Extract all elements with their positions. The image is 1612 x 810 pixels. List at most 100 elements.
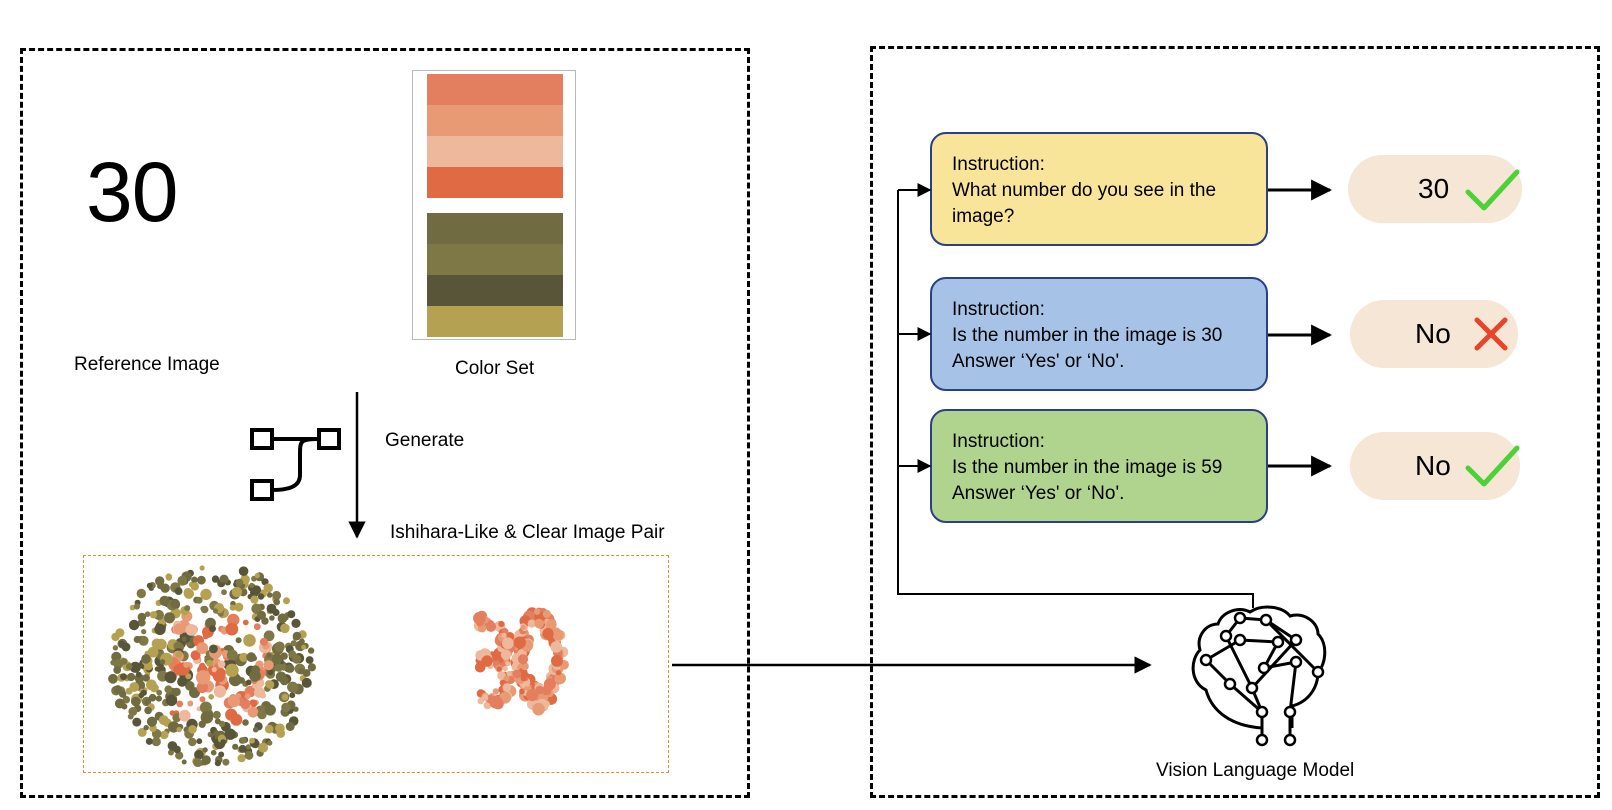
plate-dot xyxy=(266,652,272,658)
neural-nodes xyxy=(1199,611,1325,747)
plate-dot xyxy=(257,710,267,720)
plate-dot xyxy=(264,724,274,734)
plate-dot xyxy=(112,645,119,651)
number-dot xyxy=(545,619,557,631)
plate-dot xyxy=(146,716,158,727)
plate-dot xyxy=(235,578,244,587)
plate-dot xyxy=(113,685,123,694)
number-dot xyxy=(519,688,525,695)
number-dot xyxy=(520,675,527,682)
plate-dot xyxy=(213,730,220,736)
number-dot xyxy=(517,654,529,665)
plate-dot xyxy=(254,573,260,579)
instruction-body: Is the number in the image is 30 Answer … xyxy=(952,325,1223,372)
plate-dot xyxy=(160,730,169,740)
plate-dot xyxy=(208,694,214,700)
plate-dot xyxy=(144,611,151,617)
plate-dot xyxy=(281,702,291,713)
plate-dot xyxy=(138,635,149,646)
plate-dot xyxy=(247,706,259,718)
swatch-olive-1 xyxy=(427,213,563,244)
plate-dot xyxy=(141,629,147,635)
plate-dot xyxy=(259,637,268,646)
plate-dot xyxy=(250,588,259,598)
plate-dot xyxy=(115,628,125,638)
plate-dot xyxy=(246,652,257,663)
plate-dot xyxy=(183,661,190,668)
plate-dot xyxy=(114,698,125,709)
plate-dot xyxy=(140,689,147,696)
plate-dot xyxy=(213,685,227,698)
number-dot xyxy=(542,627,554,640)
plate-dot xyxy=(289,692,296,699)
plate-dot xyxy=(155,576,165,586)
plate-dot xyxy=(225,663,239,677)
plate-dot xyxy=(190,582,199,591)
plate-dot xyxy=(238,566,249,576)
plate-dot xyxy=(194,749,204,760)
plate-dot xyxy=(212,710,221,719)
plate-dot xyxy=(202,747,208,753)
instruction-box-2: Instruction: Is the number in the image … xyxy=(930,277,1268,391)
number-dot xyxy=(496,666,502,672)
plate-dot xyxy=(141,654,151,664)
plate-dot xyxy=(200,605,209,614)
number-dot xyxy=(550,641,562,653)
plate-dot xyxy=(302,669,311,677)
plate-dot xyxy=(156,689,163,696)
plate-dot xyxy=(149,611,158,619)
plate-dot xyxy=(266,603,277,614)
plate-dot xyxy=(193,758,202,767)
number-dot xyxy=(534,618,544,629)
color-set-swatches xyxy=(412,70,576,340)
plate-dot xyxy=(265,680,273,688)
plate-dot xyxy=(285,722,295,731)
left-panel xyxy=(20,48,750,798)
number-dot xyxy=(552,629,564,641)
plate-dot xyxy=(263,660,274,671)
plate-dot xyxy=(273,598,281,606)
plate-dot xyxy=(187,700,194,707)
plate-dot xyxy=(280,623,290,634)
plate-dot xyxy=(279,676,289,686)
swatch-warm-1 xyxy=(427,74,563,105)
plate-dot xyxy=(277,613,288,624)
instruction-head: Instruction: xyxy=(952,299,1045,320)
plate-dot xyxy=(168,749,174,756)
vision-language-model-label: Vision Language Model xyxy=(1156,760,1355,781)
plate-dot xyxy=(164,612,175,624)
plate-dot xyxy=(137,727,147,737)
number-dot xyxy=(556,670,562,676)
check-icon xyxy=(1465,445,1520,487)
plate-dot xyxy=(240,737,247,744)
workflow-icon xyxy=(250,428,341,501)
number-dot xyxy=(551,654,563,667)
instruction-box-1: Instruction: What number do you see in t… xyxy=(930,132,1268,246)
plate-dot xyxy=(113,666,122,674)
plate-dot xyxy=(190,650,201,661)
cross-icon xyxy=(1474,317,1508,351)
number-dot xyxy=(502,637,514,650)
plate-dot xyxy=(196,738,203,745)
plate-dot xyxy=(211,667,217,673)
plate-dot xyxy=(291,618,301,629)
plate-dot xyxy=(232,743,239,750)
plate-dot xyxy=(257,610,266,620)
plate-dot xyxy=(261,578,269,586)
plate-dot xyxy=(267,740,273,746)
plate-dot xyxy=(142,674,150,682)
plate-dot xyxy=(127,713,134,720)
number-dot xyxy=(526,689,539,702)
plate-dot xyxy=(175,651,182,658)
clear-number-image xyxy=(473,607,569,716)
plate-dot xyxy=(249,582,255,588)
plate-dot xyxy=(197,575,206,585)
number-dot xyxy=(506,670,512,677)
plate-dot xyxy=(175,751,184,760)
plate-dot xyxy=(183,588,194,599)
plate-dot xyxy=(133,603,140,610)
image-pair-box xyxy=(83,555,669,773)
plate-dot xyxy=(136,588,146,599)
plate-dot xyxy=(269,615,275,621)
plate-dot xyxy=(146,582,153,589)
